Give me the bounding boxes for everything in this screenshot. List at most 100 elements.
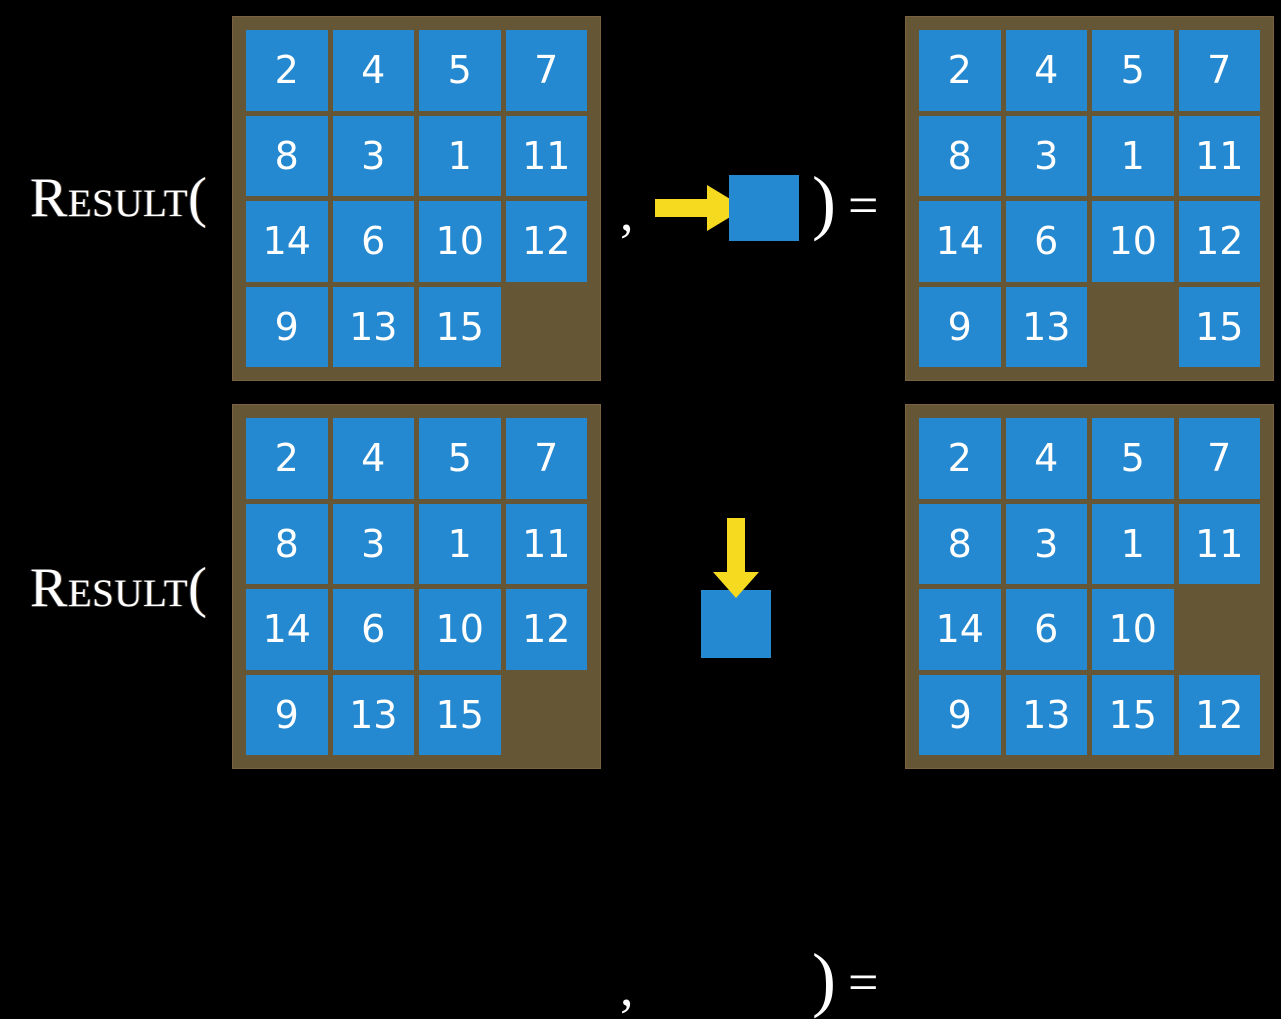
- tile-number: 15: [435, 304, 484, 349]
- tile[interactable]: 3: [1005, 115, 1087, 196]
- arrow-down-icon: [713, 518, 759, 598]
- tile-number: 4: [1034, 48, 1059, 93]
- empty-slot[interactable]: [1092, 287, 1174, 368]
- tile-number: 4: [361, 48, 386, 93]
- tile[interactable]: 7: [1178, 30, 1260, 111]
- tile[interactable]: 15: [419, 286, 501, 367]
- move-tile-bottom[interactable]: [701, 590, 771, 658]
- tile[interactable]: 1: [1092, 115, 1174, 196]
- tile-number: 14: [935, 607, 984, 652]
- output-board-top: 2 4 5 7 8 3 1 11 14 6 10 12 9 13 15: [905, 16, 1274, 381]
- empty-slot[interactable]: [506, 675, 588, 756]
- tile[interactable]: 11: [1178, 503, 1260, 584]
- tile[interactable]: 12: [1178, 674, 1260, 755]
- tile[interactable]: 8: [246, 503, 328, 584]
- tile[interactable]: 6: [332, 201, 414, 282]
- tile-number: 10: [435, 607, 484, 652]
- tile[interactable]: 4: [1005, 30, 1087, 111]
- tile[interactable]: 5: [419, 418, 501, 499]
- tile-number: 12: [522, 607, 571, 652]
- tile-number: 3: [1034, 521, 1059, 566]
- tile-number: 9: [947, 692, 972, 737]
- tile[interactable]: 4: [332, 418, 414, 499]
- tile[interactable]: 13: [1005, 674, 1087, 755]
- tile[interactable]: 15: [1092, 674, 1174, 755]
- tile[interactable]: 14: [919, 589, 1001, 670]
- tile-number: 10: [1108, 219, 1157, 264]
- tile[interactable]: 6: [332, 589, 414, 670]
- tile[interactable]: 9: [919, 286, 1001, 367]
- tile[interactable]: 12: [505, 201, 587, 282]
- equals-sign-top: =: [848, 175, 879, 235]
- tile[interactable]: 7: [505, 418, 587, 499]
- tile[interactable]: 2: [246, 30, 328, 111]
- tile[interactable]: 15: [419, 674, 501, 755]
- tile[interactable]: 2: [246, 418, 328, 499]
- tile[interactable]: 5: [1092, 30, 1174, 111]
- tile[interactable]: 3: [1005, 503, 1087, 584]
- tile-number: 15: [1108, 692, 1157, 737]
- tile[interactable]: 14: [919, 201, 1001, 282]
- tile-number: 1: [447, 133, 472, 178]
- tile[interactable]: 4: [1005, 418, 1087, 499]
- tile[interactable]: 11: [1178, 115, 1260, 196]
- tile[interactable]: 12: [505, 589, 587, 670]
- tile-number: 2: [274, 436, 299, 481]
- tile[interactable]: 8: [246, 115, 328, 196]
- tile[interactable]: 11: [505, 503, 587, 584]
- tile[interactable]: 8: [919, 503, 1001, 584]
- equation-row-move-right: Result( 2 4 5 7 8 3 1 11 14 6 10 12 9 13…: [0, 0, 1281, 390]
- tile-number: 4: [361, 436, 386, 481]
- tile[interactable]: 1: [1092, 503, 1174, 584]
- tile[interactable]: 8: [919, 115, 1001, 196]
- tile[interactable]: 7: [1178, 418, 1260, 499]
- tile[interactable]: 2: [919, 30, 1001, 111]
- tile[interactable]: 14: [246, 201, 328, 282]
- tile[interactable]: 10: [1092, 201, 1174, 282]
- tile-number: 3: [361, 133, 386, 178]
- tile[interactable]: 10: [1092, 589, 1174, 670]
- result-label-bottom: Result(: [30, 557, 208, 619]
- tile[interactable]: 13: [1005, 286, 1087, 367]
- tile-number: 6: [1034, 219, 1059, 264]
- result-label-top: Result(: [30, 167, 208, 229]
- tile-number: 8: [947, 521, 972, 566]
- tile[interactable]: 13: [332, 286, 414, 367]
- tile-number: 12: [1195, 219, 1244, 264]
- tile[interactable]: 9: [246, 674, 328, 755]
- tile-number: 8: [947, 133, 972, 178]
- tile[interactable]: 6: [1005, 589, 1087, 670]
- tile[interactable]: 1: [419, 503, 501, 584]
- tile-number: 7: [1207, 436, 1232, 481]
- tile[interactable]: 10: [419, 589, 501, 670]
- tile[interactable]: 5: [1092, 418, 1174, 499]
- tile[interactable]: 4: [332, 30, 414, 111]
- tile[interactable]: 3: [332, 115, 414, 196]
- tile[interactable]: 1: [419, 115, 501, 196]
- input-board-bottom: 2 4 5 7 8 3 1 11 14 6 10 12 9 13 15: [232, 404, 601, 769]
- empty-slot[interactable]: [506, 287, 588, 368]
- empty-slot[interactable]: [1179, 589, 1261, 670]
- tile-number: 5: [1120, 48, 1145, 93]
- close-paren-top: ): [812, 162, 836, 242]
- tile[interactable]: 3: [332, 503, 414, 584]
- tile-number: 10: [435, 219, 484, 264]
- tile[interactable]: 15: [1178, 286, 1260, 367]
- tile[interactable]: 10: [419, 201, 501, 282]
- tile[interactable]: 11: [505, 115, 587, 196]
- tile[interactable]: 2: [919, 418, 1001, 499]
- tile-number: 14: [262, 607, 311, 652]
- tile[interactable]: 14: [246, 589, 328, 670]
- tile[interactable]: 13: [332, 674, 414, 755]
- tile[interactable]: 7: [505, 30, 587, 111]
- tile-number: 15: [1195, 304, 1244, 349]
- tile-number: 6: [361, 607, 386, 652]
- tile[interactable]: 6: [1005, 201, 1087, 282]
- tile-number: 4: [1034, 436, 1059, 481]
- tile[interactable]: 9: [919, 674, 1001, 755]
- tile[interactable]: 9: [246, 286, 328, 367]
- tile-number: 8: [274, 521, 299, 566]
- move-tile-top[interactable]: [729, 175, 799, 241]
- tile[interactable]: 12: [1178, 201, 1260, 282]
- tile[interactable]: 5: [419, 30, 501, 111]
